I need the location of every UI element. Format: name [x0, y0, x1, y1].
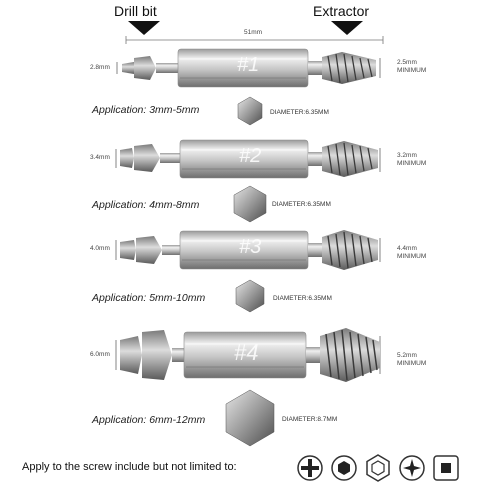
- drill-arrow-icon: [128, 21, 160, 35]
- extractor-size-block-1: 2.5mm MINIMUM: [397, 59, 426, 75]
- extractor-size-2: 3.2mm: [397, 152, 417, 159]
- hex-end-1: [237, 96, 263, 126]
- bit-1: [116, 48, 381, 88]
- bit-2: [115, 139, 381, 179]
- bit-number-1: #1: [237, 54, 260, 76]
- hexagon-head-icon: [366, 454, 390, 482]
- diameter-3: DIAMETER:6.35MM: [273, 295, 332, 302]
- hex-end-4: [225, 389, 275, 447]
- tip-size-4: 6.0mm: [90, 351, 110, 358]
- bit-number-4: #4: [234, 340, 259, 365]
- extractor-size-1: 2.5mm: [397, 59, 417, 66]
- application-3: Application: 5mm-10mm: [92, 292, 206, 304]
- length-label: 51mm: [244, 29, 263, 36]
- bit-4: [115, 328, 381, 382]
- tip-size-2: 3.4mm: [90, 154, 110, 161]
- square-drive-icon: [433, 455, 459, 481]
- tip-size-3: 4.0mm: [90, 245, 110, 252]
- diameter-4: DIAMETER:8.7MM: [282, 416, 338, 423]
- drill-bit-label: Drill bit: [114, 3, 157, 19]
- bit-number-3: #3: [239, 236, 262, 258]
- extractor-label: Extractor: [313, 3, 370, 19]
- hex-end-3: [235, 279, 265, 313]
- bit-number-2: #2: [239, 145, 262, 167]
- hex-end-2: [233, 185, 267, 223]
- compatibility-text: Apply to the screw include but not limit…: [22, 461, 237, 473]
- minimum-label-4: MINIMUM: [397, 360, 427, 367]
- phillips-icon: [297, 455, 323, 481]
- bit-3: [115, 230, 381, 270]
- minimum-label-1: MINIMUM: [397, 67, 427, 74]
- diameter-2: DIAMETER:6.35MM: [272, 201, 331, 208]
- application-4: Application: 6mm-12mm: [92, 414, 206, 426]
- minimum-label-3: MINIMUM: [397, 253, 427, 260]
- extractor-size-3: 4.4mm: [397, 245, 417, 252]
- extractor-arrow-icon: [331, 21, 363, 35]
- extractor-size-block-3: 4.4mm MINIMUM: [397, 245, 426, 261]
- tip-size-1: 2.8mm: [90, 64, 110, 71]
- minimum-label-2: MINIMUM: [397, 160, 427, 167]
- application-1: Application: 3mm-5mm: [92, 104, 200, 116]
- diameter-1: DIAMETER:6.35MM: [270, 109, 329, 116]
- extractor-size-block-2: 3.2mm MINIMUM: [397, 152, 426, 168]
- torx-icon: [399, 455, 425, 481]
- extractor-size-4: 5.2mm: [397, 352, 417, 359]
- hex-socket-icon: [331, 455, 357, 481]
- application-2: Application: 4mm-8mm: [92, 199, 200, 211]
- extractor-size-block-4: 5.2mm MINIMUM: [397, 352, 426, 368]
